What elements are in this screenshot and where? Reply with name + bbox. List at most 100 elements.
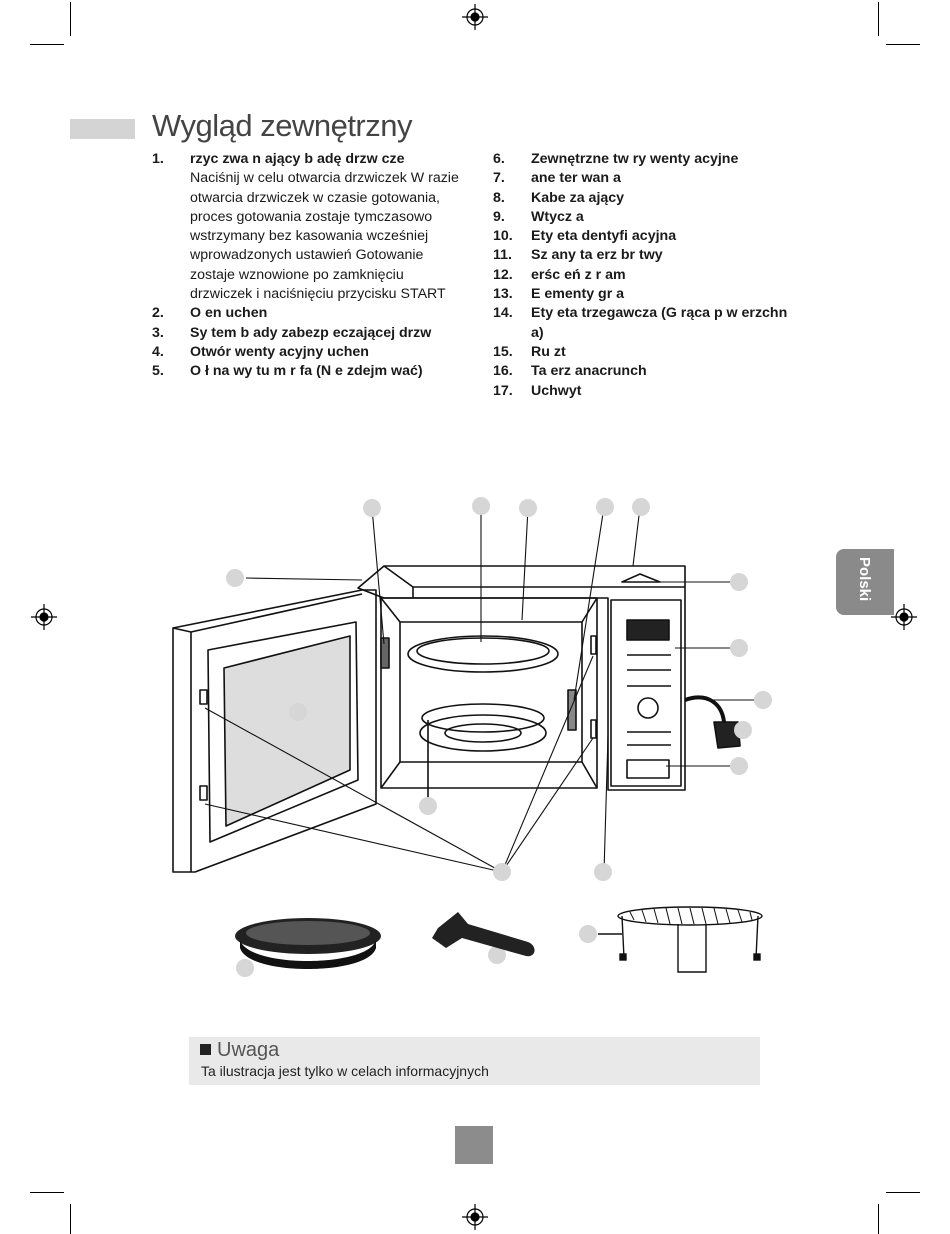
callout-marker: [488, 946, 506, 964]
dial: [637, 697, 659, 719]
crop-mark: [70, 1204, 71, 1234]
note-heading-text: Uwaga: [217, 1039, 280, 1061]
callout-marker: [363, 499, 381, 517]
list-item: 2. O en uchen: [152, 304, 462, 323]
item-label: Ety eta dentyfi acyjna: [531, 228, 677, 245]
list-item: 4. Otwór wenty acyjny uchen: [152, 343, 462, 362]
item-number: 12.: [493, 266, 513, 283]
item-label: erśc eń z r am: [531, 266, 626, 283]
parts-list-right: 6. Zewnętrzne tw ry wenty acyjne 7.ane te…: [493, 150, 793, 401]
list-item: 12. erśc eń z r am: [493, 266, 793, 285]
list-item: 13. E ementy gr a: [493, 285, 793, 304]
item-label: O en uchen: [190, 305, 268, 322]
display: [626, 619, 670, 641]
power-cord: [684, 695, 726, 723]
page-title: Wygląd zewnętrzny: [152, 108, 413, 143]
crop-mark: [886, 44, 920, 45]
crop-mark: [30, 1192, 64, 1193]
callout-marker: [236, 959, 254, 977]
list-item: 16. Ta erz anacrunch: [493, 362, 793, 381]
item-number: 9.: [493, 208, 505, 225]
callout-marker: [419, 797, 437, 815]
callout-marker: [734, 721, 752, 739]
callout-marker: [754, 691, 772, 709]
item-label: Kabe za ający: [531, 189, 625, 206]
item-description: Naciśnij w celu otwarcia drzwiczek W raz…: [190, 170, 459, 303]
callout-marker: [472, 497, 490, 515]
list-item: 7.ane ter wan a: [493, 169, 793, 188]
callout-marker: [594, 863, 612, 881]
registration-target-icon: [462, 1204, 488, 1230]
list-item: 11.Sz any ta erz br twy: [493, 246, 793, 265]
callout-marker: [730, 757, 748, 775]
crop-mark: [886, 1192, 920, 1193]
crisp-pan-icon: [235, 918, 381, 969]
item-label: Uchwyt: [531, 382, 582, 399]
item-label: O ł na wy tu m r fa (N e zdejm wać): [190, 363, 423, 380]
item-number: 16.: [493, 363, 513, 380]
crop-mark: [70, 2, 71, 36]
turntable: [419, 714, 547, 752]
item-number: 4.: [152, 343, 164, 360]
list-item: 15.Ru zt: [493, 343, 793, 362]
registration-target-icon: [31, 604, 57, 630]
item-label: Zewnętrzne tw ry wenty acyjne: [531, 151, 739, 167]
callout-marker: [730, 573, 748, 591]
door-release-button: [626, 759, 670, 779]
item-number: 17.: [493, 382, 513, 399]
plug: [713, 721, 741, 749]
callout-marker: [226, 569, 244, 587]
oven-cavity: [380, 597, 598, 789]
language-tab: Polski: [836, 549, 894, 615]
callout-marker: [519, 499, 537, 517]
square-bullet-icon: [200, 1044, 211, 1055]
callout-marker: [596, 498, 614, 516]
item-number: 8.: [493, 189, 505, 206]
page-number-box: [455, 1126, 493, 1164]
item-label: ane ter wan a: [531, 170, 621, 187]
item-number: 10.: [493, 228, 513, 245]
note-text: Ta ilustracja jest tylko w celach inform…: [201, 1063, 489, 1079]
cabinet-top: [383, 565, 685, 588]
callout-marker: [579, 925, 597, 943]
list-item: 9. Wtycz a: [493, 208, 793, 227]
title-accent-bar: [70, 119, 135, 139]
item-number: 3.: [152, 324, 164, 341]
list-item: 8. Kabe za ający: [493, 189, 793, 208]
item-label: Sz any ta erz br twy: [531, 247, 663, 264]
item-label: Ru zt: [531, 343, 566, 360]
rotating-ring: [421, 703, 545, 733]
callout-marker: [493, 863, 511, 881]
note-box: Uwaga Ta ilustracja jest tylko w celach …: [189, 1037, 760, 1085]
door-window: [207, 621, 359, 843]
callout-marker: [632, 498, 650, 516]
item-label: Ety eta trzegawcza (G rąca p w erzchn a): [531, 305, 788, 341]
list-item: 5. O ł na wy tu m r fa (N e zdejm wać): [152, 362, 462, 381]
item-number: 1.: [152, 151, 164, 167]
item-number: 6.: [493, 151, 505, 167]
list-item: 17. Uchwyt: [493, 382, 793, 401]
pan-handle-icon: [432, 912, 535, 957]
item-label: Otwór wenty acyjny uchen: [190, 343, 369, 360]
crop-mark: [878, 2, 879, 36]
item-number: 13.: [493, 286, 513, 303]
list-item: 6. Zewnętrzne tw ry wenty acyjne: [493, 150, 793, 169]
item-label: rzyc zwa n ający b adę drzw cze: [190, 151, 405, 167]
item-number: 5.: [152, 363, 164, 380]
item-label: Ta erz anacrunch: [531, 363, 647, 380]
grill-rack-icon: [598, 906, 763, 973]
registration-target-icon: [462, 4, 488, 30]
note-heading: Uwaga: [200, 1039, 279, 1062]
item-label: Wtycz a: [531, 208, 584, 225]
ceramic-plate: [407, 635, 559, 673]
callout-marker: [289, 703, 307, 721]
crop-mark: [878, 1204, 879, 1234]
registration-target-icon: [891, 604, 917, 630]
list-item: 3. Sy tem b ady zabezp eczającej drzw: [152, 324, 462, 343]
control-panel: [610, 599, 682, 787]
item-label: E ementy gr a: [531, 286, 625, 303]
